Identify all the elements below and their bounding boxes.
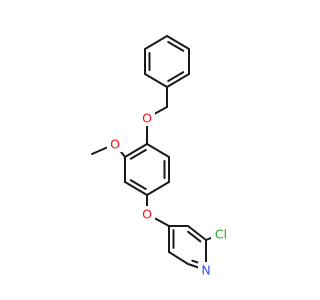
bond-p2-p3 [168,251,189,265]
bond-a1-a2-inner [129,148,147,160]
atom-O1-label: O [142,111,152,126]
bond-a3-a4 [124,181,148,196]
bond-b6-b1 [144,35,168,50]
atom-O2: O [107,136,123,152]
bond-a3-a4-inner [129,179,147,191]
atom-O1: O [139,110,155,126]
atom-labels: O O O Cl N [107,110,233,278]
atom-N: N [198,262,214,278]
atom-N-label: N [201,263,210,278]
bond-a6-a1 [146,143,170,158]
bond-b3-b4-inner [167,71,185,83]
bonds [91,35,222,271]
bond-a1-a2 [124,143,148,158]
atom-O3-label: O [142,207,152,222]
bond-p5-p6 [187,225,207,241]
bond-b4-b5 [144,73,168,88]
bond-b1-b2 [166,35,190,50]
bond-b1-b2-inner [167,40,185,52]
bond-a4-a5 [146,181,170,196]
atom-O3: O [139,206,155,222]
bond-p5-p6-inner [187,230,202,243]
atom-O2-label: O [110,137,120,152]
atom-Cl-label: Cl [215,227,227,242]
bond-b3-b4 [166,73,190,88]
atom-Cl: Cl [211,226,233,242]
structure-diagram: O O O Cl N [91,35,233,278]
